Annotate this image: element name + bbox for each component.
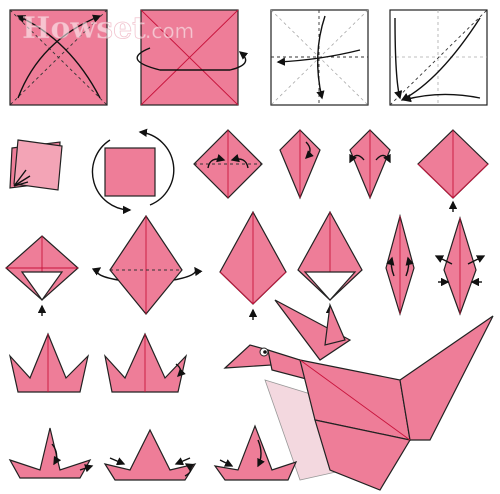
step-02 bbox=[136, 9, 249, 106]
step-11 bbox=[5, 235, 79, 316]
step-19 bbox=[8, 427, 94, 479]
fold-arrow-icon bbox=[16, 15, 101, 99]
fold-arrow-icon bbox=[394, 17, 403, 100]
step-05 bbox=[9, 139, 63, 191]
rotate-arrow-icon bbox=[138, 128, 175, 206]
step-16 bbox=[434, 215, 486, 316]
step-07 bbox=[193, 129, 263, 199]
step-04 bbox=[389, 9, 488, 106]
step-15 bbox=[385, 213, 415, 317]
step-01 bbox=[9, 9, 108, 106]
step-12 bbox=[91, 214, 203, 315]
fold-arrow-icon bbox=[316, 15, 326, 100]
step-17 bbox=[8, 332, 90, 393]
step-03 bbox=[270, 9, 369, 106]
step-18 bbox=[104, 332, 188, 393]
step-20 bbox=[103, 428, 197, 481]
flip-arrow-icon bbox=[136, 47, 249, 71]
step-09 bbox=[349, 129, 391, 200]
watermark-suffix: .com bbox=[145, 19, 194, 43]
step-10 bbox=[417, 129, 489, 212]
fold-arrow-icon bbox=[402, 93, 481, 103]
step-21 bbox=[213, 424, 298, 481]
final-crane bbox=[223, 299, 494, 491]
step-08 bbox=[279, 129, 321, 200]
fold-arrow-icon bbox=[276, 49, 361, 66]
rotate-arrow-icon bbox=[91, 139, 132, 215]
step-13 bbox=[219, 210, 287, 320]
step-06 bbox=[91, 128, 175, 215]
watermark: Howset .com bbox=[22, 11, 195, 47]
watermark-brand: Howset bbox=[22, 11, 146, 46]
fold-arrow-icon bbox=[17, 14, 102, 99]
step-14 bbox=[297, 210, 363, 318]
